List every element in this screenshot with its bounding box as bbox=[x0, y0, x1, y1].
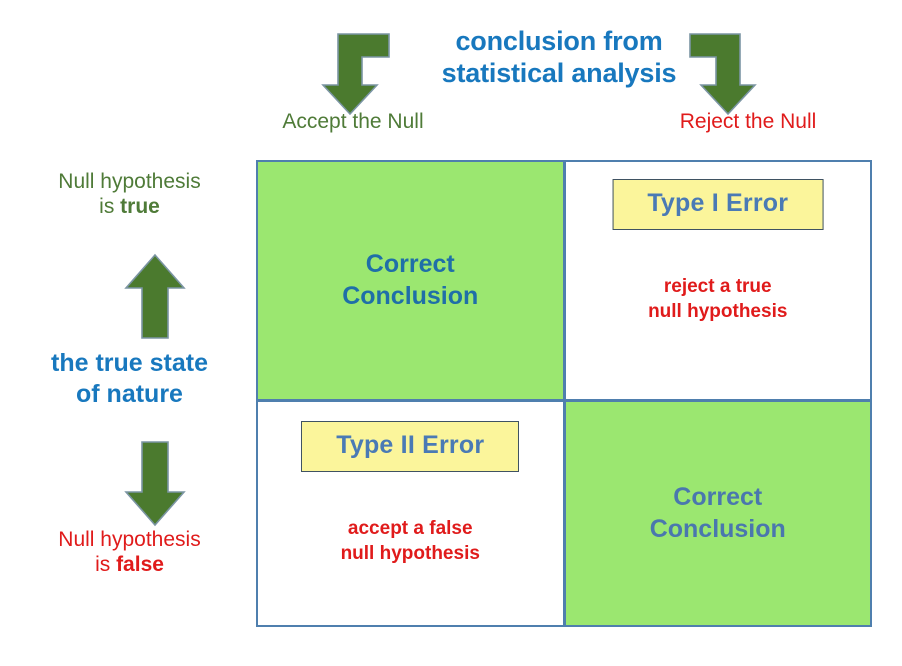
column-header-accept-the-null: Accept the Null bbox=[282, 110, 424, 133]
elbow-arrow-to-accept-icon bbox=[321, 33, 390, 116]
matrix-cell-reject-null-false: Correct Conclusion bbox=[565, 402, 870, 625]
error-description-type-ii: accept a false null hypothesis bbox=[340, 518, 480, 564]
row-header-null-is-false-prefix: Null hypothesis is bbox=[58, 528, 201, 576]
row-header-null-is-false: Null hypothesis is false bbox=[22, 528, 237, 578]
status-badge-type-i-error: Type I Error bbox=[612, 179, 824, 230]
outcome-label-correct-conclusion: Correct Conclusion bbox=[342, 250, 479, 310]
outcome-label-correct-conclusion: Correct Conclusion bbox=[649, 483, 786, 543]
column-header-reject-the-null: Reject the Null bbox=[679, 110, 817, 133]
axis-label-true-state-of-nature: the true state of nature bbox=[51, 349, 208, 408]
matrix-cell-reject-null-true: Type I Error reject a true null hypothes… bbox=[565, 162, 870, 399]
page-title: conclusion from statistical analysis bbox=[441, 26, 677, 88]
row-header-null-is-true-emphasis: true bbox=[120, 194, 160, 218]
matrix-cell-accept-null-false: Type II Error accept a false null hypoth… bbox=[258, 402, 563, 625]
status-badge-type-ii-error: Type II Error bbox=[301, 421, 520, 472]
row-header-null-is-false-emphasis: false bbox=[116, 552, 164, 576]
row-header-null-is-true-prefix: Null hypothesis is bbox=[58, 170, 201, 218]
decision-matrix: Correct Conclusion Type I Error reject a… bbox=[256, 160, 872, 627]
error-description-type-i: reject a true null hypothesis bbox=[648, 276, 788, 322]
matrix-cell-accept-null-true: Correct Conclusion bbox=[258, 162, 563, 399]
state-of-nature-up-arrow-icon bbox=[124, 253, 186, 339]
row-header-null-is-true: Null hypothesis is true bbox=[22, 170, 237, 220]
state-of-nature-down-arrow-icon bbox=[124, 441, 186, 527]
